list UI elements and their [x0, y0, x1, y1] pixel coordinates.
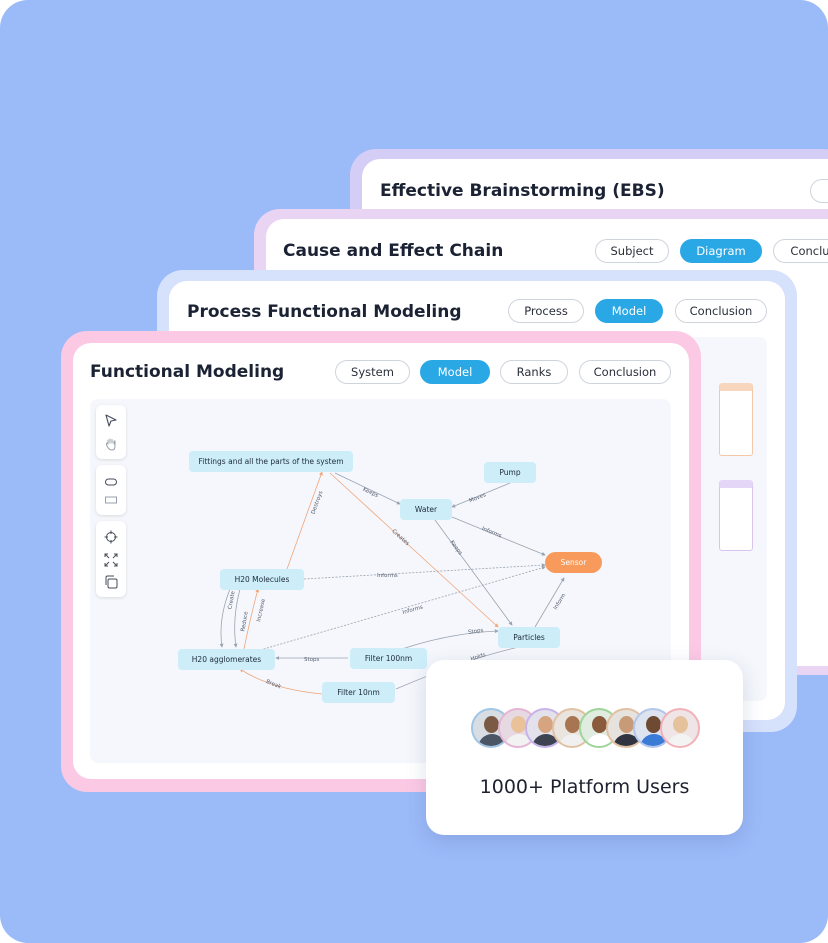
node-h20-agglomerates[interactable]: H20 agglomerates: [178, 649, 275, 670]
edge-label-keeps-1: Keeps: [362, 487, 380, 499]
fit-view-icon[interactable]: [102, 551, 120, 569]
edge-informs-3[interactable]: [249, 565, 546, 654]
edge-label-increase: Increase: [256, 598, 267, 623]
node-pump[interactable]: Pump: [484, 462, 536, 483]
functional-tab-ranks[interactable]: Ranks: [500, 360, 568, 384]
cause-tab-diagram[interactable]: Diagram: [680, 239, 762, 263]
node-water[interactable]: Water: [400, 499, 452, 520]
ebs-tab-stub[interactable]: [810, 179, 828, 203]
cause-tab-subject[interactable]: Subject: [595, 239, 669, 263]
platform-users-label: 1000+ Platform Users: [479, 776, 690, 798]
edge-label-creates: Creates: [390, 529, 410, 548]
edge-label-informs-1: Informs: [481, 526, 503, 539]
edge-label-moves: Moves: [468, 492, 487, 504]
ebs-title: Effective Brainstorming (EBS): [380, 181, 665, 201]
rounded-rect-icon[interactable]: [102, 473, 120, 491]
node-sensor[interactable]: Sensor: [545, 552, 602, 573]
functional-tab-model[interactable]: Model: [420, 360, 490, 384]
edge-break[interactable]: [239, 668, 323, 695]
platform-users-card: 1000+ Platform Users: [426, 660, 743, 835]
edge-label-reduce: Reduce: [240, 610, 250, 632]
functional-title: Functional Modeling: [90, 362, 285, 382]
functional-card[interactable]: Functional Modeling System Model Ranks C…: [73, 343, 689, 779]
edge-label-keeps-2: Keeps: [448, 540, 463, 557]
process-block-orange: [719, 383, 753, 456]
edge-moves[interactable]: [451, 482, 511, 508]
toolbar-group-select: [96, 405, 126, 459]
edge-label-informs-2: Informs: [377, 573, 398, 579]
edge-informs-2[interactable]: [303, 563, 546, 580]
process-tab-model[interactable]: Model: [595, 299, 663, 323]
node-h20-molecules[interactable]: H20 Molecules: [220, 569, 304, 590]
node-fittings[interactable]: Fittings and all the parts of the system: [189, 451, 353, 472]
toolbar-group-view: [96, 521, 126, 597]
process-tab-conclusion[interactable]: Conclusion: [675, 299, 767, 323]
edge-informs-1[interactable]: [451, 516, 546, 556]
edge-keeps-1[interactable]: [334, 472, 401, 505]
process-block-purple: [719, 480, 753, 551]
edge-create[interactable]: [219, 588, 231, 648]
functional-tab-conclusion[interactable]: Conclusion: [579, 360, 671, 384]
diagram-edges: Keeps Moves Informs Keeps Creates Destro…: [219, 471, 568, 695]
functional-tab-system[interactable]: System: [335, 360, 410, 384]
rect-icon[interactable]: [102, 491, 120, 509]
edge-reduce[interactable]: [233, 588, 241, 648]
node-particles[interactable]: Particles: [498, 627, 560, 648]
process-title: Process Functional Modeling: [187, 302, 462, 322]
hand-icon[interactable]: [102, 435, 120, 453]
node-filter-10nm[interactable]: Filter 10nm: [322, 682, 395, 703]
cause-tab-conclusion[interactable]: Conclus: [773, 239, 828, 263]
edge-label-create: Create: [227, 590, 236, 610]
edge-keeps-2[interactable]: [434, 519, 513, 626]
edge-label-break: Break: [265, 679, 283, 691]
edge-informs-4[interactable]: [534, 577, 565, 628]
toolbar-group-shapes: [96, 465, 126, 515]
avatar-stack: [471, 708, 701, 752]
edge-destroys[interactable]: [286, 471, 323, 570]
edge-label-holds: Holds: [470, 652, 487, 663]
edge-label-informs-4: Inform: [553, 593, 568, 611]
edge-increase[interactable]: [243, 588, 260, 650]
edge-label-stops-1: Stops: [304, 657, 320, 663]
process-tab-process[interactable]: Process: [508, 299, 584, 323]
cause-title: Cause and Effect Chain: [283, 241, 504, 261]
edge-stops-2[interactable]: [401, 629, 499, 650]
avatar: [660, 708, 700, 748]
crosshair-icon[interactable]: [102, 528, 120, 546]
edge-label-stops-2: Stops: [468, 628, 484, 636]
copy-icon[interactable]: [102, 573, 120, 591]
node-filter-100nm[interactable]: Filter 100nm: [350, 648, 427, 669]
edge-creates[interactable]: [329, 472, 499, 628]
edge-label-informs-3: Informs: [402, 604, 424, 616]
pointer-icon[interactable]: [102, 412, 120, 430]
edge-label-destroys: Destroys: [311, 490, 325, 515]
